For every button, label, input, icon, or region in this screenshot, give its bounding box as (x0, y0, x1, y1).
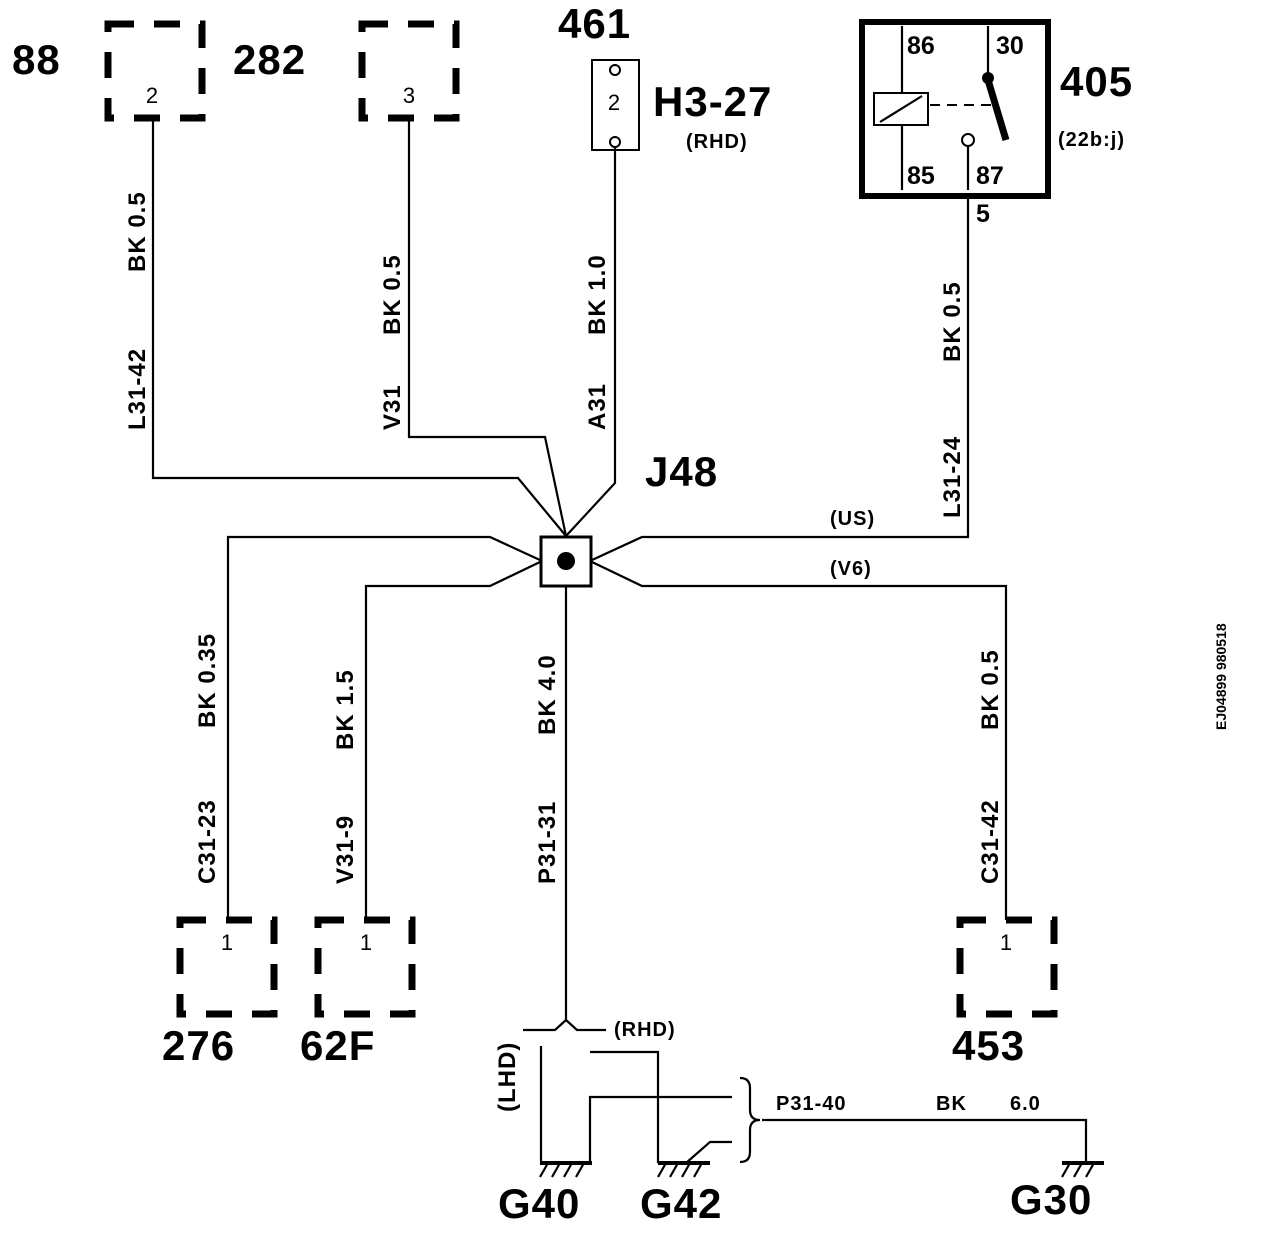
option-us-label: (US) (830, 508, 875, 530)
wire-v31-spec: BK 0.5 (379, 254, 406, 335)
wire-v31: V31 BK 0.5 (379, 118, 568, 537)
relay-output-pin: 5 (976, 200, 990, 228)
component-405-note: (22b:j) (1058, 129, 1125, 151)
ground-g30-label: G30 (1010, 1176, 1092, 1223)
wire-v31-id: V31 (379, 384, 406, 430)
component-461: 2 461 H3-27 (RHD) (558, 0, 772, 153)
wire-l31-24: L31-24 BK 0.5 (US) (591, 196, 970, 561)
ground-g42-label: G42 (640, 1180, 722, 1227)
relay-terminal-86: 86 (907, 32, 935, 60)
splice-j48-dot (557, 552, 575, 570)
option-rhd-label: (RHD) (614, 1019, 676, 1041)
wire-p31-31-spec: BK 4.0 (534, 654, 561, 735)
wire-l31-42-id: L31-42 (124, 348, 151, 430)
wire-p31-40-id: P31-40 (776, 1093, 847, 1115)
ground-bracket (739, 1076, 761, 1164)
relay-terminal-87: 87 (976, 162, 1004, 190)
wire-v31-9: V31-9 BK 1.5 (332, 561, 541, 920)
component-276-label: 276 (162, 1022, 235, 1069)
component-405-label: 405 (1060, 58, 1133, 105)
option-lhd-label: (LHD) (494, 1042, 521, 1112)
component-88: 2 88 (12, 20, 206, 122)
relay-terminal-85: 85 (907, 162, 935, 190)
connector-276-box (176, 916, 278, 1018)
wire-a31-spec: BK 1.0 (584, 254, 611, 335)
wire-v31-9-spec: BK 1.5 (332, 669, 359, 750)
relay-405: 86 30 85 87 405 (22b:j) 5 (859, 19, 1133, 228)
splice-j48-label: J48 (645, 448, 718, 495)
component-461-note: (RHD) (686, 131, 748, 153)
wire-c31-42-spec: BK 0.5 (977, 649, 1004, 730)
option-v6-label: (V6) (830, 558, 872, 580)
connector-88-pin: 2 (146, 83, 158, 108)
reference-code: EJ04899 980518 (1213, 623, 1229, 730)
splice-j48: J48 (539, 448, 718, 588)
wire-p31-31: P31-31 BK 4.0 (534, 586, 568, 1020)
relay-terminal-30: 30 (996, 32, 1024, 60)
component-62f-label: 62F (300, 1022, 375, 1069)
component-282-label: 282 (233, 36, 306, 83)
wire-c31-23-spec: BK 0.35 (194, 633, 221, 728)
component-461-name: H3-27 (653, 78, 772, 125)
relay-405-box (859, 19, 1051, 199)
ground-g40: G40 (498, 1161, 592, 1227)
component-453-label: 453 (952, 1022, 1025, 1069)
wire-a31: A31 BK 1.0 (565, 148, 617, 537)
option-bracket (523, 1018, 606, 1032)
relay-switch-arm (984, 78, 1010, 142)
ground-options: (RHD) (LHD) P31-40 BK 6.0 (494, 1018, 1088, 1164)
connector-276-pin: 1 (221, 930, 233, 955)
wire-a31-id: A31 (584, 383, 611, 430)
ground-g30: G30 (1010, 1161, 1104, 1223)
wire-l31-42: L31-42 BK 0.5 (124, 118, 567, 537)
connector-461-pin: 2 (608, 90, 620, 115)
wire-c31-42: C31-42 BK 0.5 (V6) (591, 558, 1008, 920)
wire-p31-40-color: BK (936, 1093, 967, 1115)
connector-88-box (104, 20, 206, 122)
component-88-label: 88 (12, 36, 61, 83)
component-282: 3 282 (233, 20, 460, 122)
wire-l31-24-id: L31-24 (939, 436, 966, 518)
wire-p31-31-id: P31-31 (534, 801, 561, 884)
component-461-label: 461 (558, 0, 631, 47)
component-453: 1 453 (952, 916, 1058, 1069)
connector-62f-box (314, 916, 416, 1018)
connector-453-box (956, 916, 1058, 1018)
connector-453-pin: 1 (1000, 930, 1012, 955)
connector-62f-pin: 1 (360, 930, 372, 955)
wire-c31-42-id: C31-42 (977, 799, 1004, 884)
wire-c31-23-id: C31-23 (194, 799, 221, 884)
connector-282-pin: 3 (403, 83, 415, 108)
component-62f: 1 62F (300, 916, 416, 1069)
ground-g40-label: G40 (498, 1180, 580, 1227)
wire-p31-40-size: 6.0 (1010, 1093, 1041, 1115)
component-276: 1 276 (162, 916, 278, 1069)
wire-v31-9-id: V31-9 (332, 815, 359, 884)
wire-l31-24-spec: BK 0.5 (939, 281, 966, 362)
ground-g42: G42 (640, 1161, 722, 1227)
wire-l31-42-spec: BK 0.5 (124, 191, 151, 272)
wire-c31-23: C31-23 BK 0.35 (194, 535, 541, 920)
